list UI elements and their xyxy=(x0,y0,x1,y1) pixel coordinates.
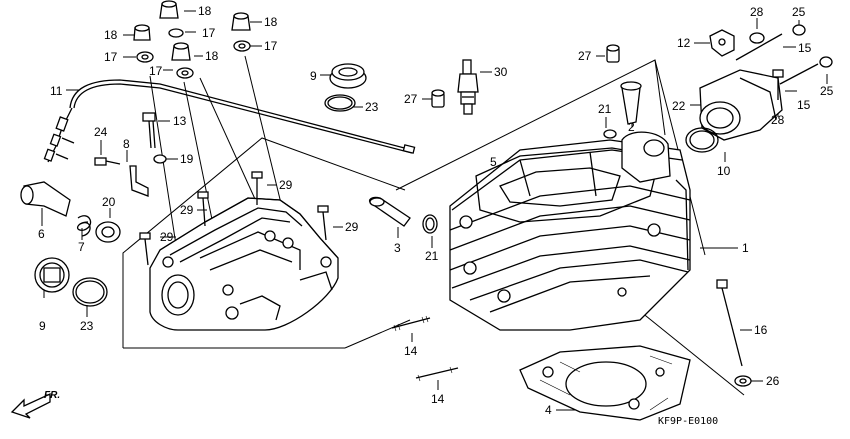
callout-1: 1 xyxy=(742,241,749,255)
callout-3: 3 xyxy=(394,241,401,255)
callout-13: 13 xyxy=(173,114,187,128)
callout-19: 19 xyxy=(180,152,194,166)
callout-10: 10 xyxy=(717,164,731,178)
callout-17d: 17 xyxy=(264,39,278,53)
callout-29b: 29 xyxy=(180,203,194,217)
callout-9a: 9 xyxy=(310,69,317,83)
callout-25b: 25 xyxy=(820,84,834,98)
bolts-cover xyxy=(94,112,329,266)
callout-28a: 28 xyxy=(750,5,764,19)
callout-8: 8 xyxy=(123,137,130,151)
callout-17b: 17 xyxy=(149,64,163,78)
callout-7: 7 xyxy=(78,240,85,254)
callout-4: 4 xyxy=(545,403,552,417)
callout-18a: 18 xyxy=(104,28,118,42)
front-direction-arrow xyxy=(10,392,51,419)
intake-manifold xyxy=(685,24,833,153)
callout-15a: 15 xyxy=(798,41,812,55)
callout-18d: 18 xyxy=(264,15,278,29)
callout-24: 24 xyxy=(94,125,108,139)
callout-11: 11 xyxy=(50,84,63,98)
callout-16: 16 xyxy=(754,323,768,337)
callout-18c: 18 xyxy=(205,49,219,63)
callout-14b: 14 xyxy=(431,392,445,406)
callout-20: 20 xyxy=(102,195,116,209)
callout-26: 26 xyxy=(766,374,780,388)
callout-15b: 15 xyxy=(797,98,811,112)
callout-25a: 25 xyxy=(792,5,806,19)
callout-5: 5 xyxy=(490,155,497,169)
callout-numbers: 1 2 3 4 5 6 7 8 9 9 10 11 12 13 14 14 15… xyxy=(38,4,834,417)
callout-22: 22 xyxy=(672,99,686,113)
callout-14a: 14 xyxy=(404,344,418,358)
callout-30: 30 xyxy=(494,65,508,79)
cylinder-head-cover xyxy=(149,197,339,331)
head-gasket xyxy=(519,345,691,421)
callout-12: 12 xyxy=(677,36,691,50)
callout-6: 6 xyxy=(38,227,45,241)
callout-29d: 29 xyxy=(160,230,174,244)
callout-27b: 27 xyxy=(578,49,592,63)
callout-2: 2 xyxy=(628,120,635,134)
breather-cable xyxy=(43,79,416,163)
callout-21a: 21 xyxy=(598,102,612,116)
callout-21b: 21 xyxy=(425,249,439,263)
callout-23a: 23 xyxy=(365,100,379,114)
caps-and-washers xyxy=(133,0,251,79)
callout-28b: 28 xyxy=(771,113,785,127)
callout-17c: 17 xyxy=(202,26,216,40)
diagram-code: KF9P-E0100 xyxy=(658,416,718,427)
callout-9b: 9 xyxy=(39,319,46,333)
callout-27a: 27 xyxy=(404,92,418,106)
cylinder-head xyxy=(449,131,691,331)
valve-guides xyxy=(368,81,642,234)
callout-18b: 18 xyxy=(198,4,212,18)
studs xyxy=(391,279,752,387)
callout-29a: 29 xyxy=(279,178,293,192)
cam-chain-tensioner xyxy=(20,181,121,243)
front-direction-label: FR. xyxy=(44,390,60,401)
spark-plug xyxy=(457,59,479,115)
callout-29c: 29 xyxy=(345,220,359,234)
callout-23b: 23 xyxy=(80,319,94,333)
plugs-and-orings xyxy=(34,63,367,307)
callout-17a: 17 xyxy=(104,50,118,64)
dowel-pins xyxy=(431,44,620,108)
